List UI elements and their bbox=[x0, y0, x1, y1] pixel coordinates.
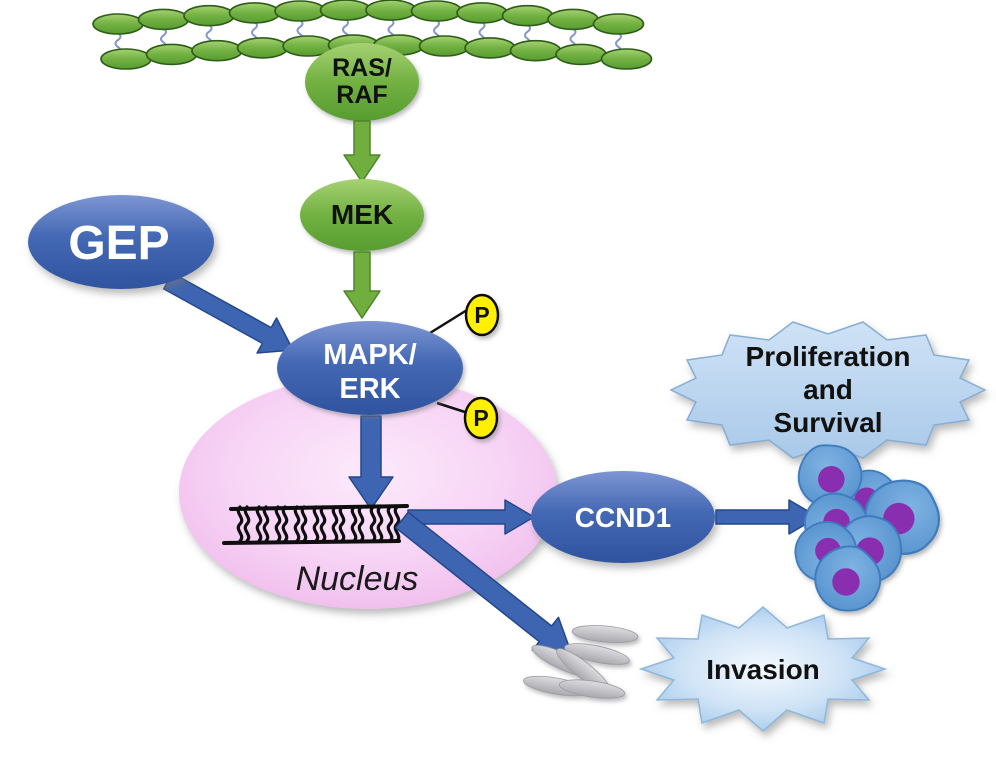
phosphate-top-label: P bbox=[474, 302, 489, 328]
phosphate-badge-top: P bbox=[464, 293, 500, 337]
node-ccnd1-label: CCND1 bbox=[575, 502, 671, 533]
node-mapk-erk: MAPK/ ERK P P bbox=[277, 293, 500, 440]
arrow-dna-to-invasion bbox=[395, 511, 573, 656]
proliferation-label-line1: Proliferation bbox=[746, 341, 911, 372]
node-ras-raf-label-line1: RAS/ bbox=[332, 54, 392, 82]
phosphate-connector-top bbox=[429, 308, 468, 335]
arrow-ccnd1-to-cells bbox=[715, 499, 819, 535]
proliferation-starburst bbox=[669, 321, 987, 459]
node-mek: MEK bbox=[300, 179, 424, 251]
arrow-rasraf-to-mek bbox=[343, 120, 381, 183]
invasion-label: Invasion bbox=[706, 654, 820, 685]
node-ras-raf-label-line2: RAF bbox=[336, 81, 387, 109]
nucleus-label: Nucleus bbox=[296, 560, 419, 598]
node-gep-label: GEP bbox=[68, 217, 169, 270]
lipid-heads-outer bbox=[92, 0, 645, 35]
node-gep: GEP bbox=[28, 195, 214, 289]
lipid-bilayer-membrane-icon bbox=[92, 0, 653, 70]
arrow-mek-to-mapkerk bbox=[343, 251, 381, 319]
node-ccnd1: CCND1 bbox=[531, 471, 715, 563]
arrow-gep-to-mapkerk bbox=[162, 272, 294, 354]
invasion-starburst bbox=[638, 606, 888, 732]
node-mek-label: MEK bbox=[331, 199, 393, 230]
outcome-invasion: Invasion bbox=[638, 606, 888, 732]
tumor-cell-cluster-icon bbox=[786, 437, 948, 626]
lipid-heads-inner bbox=[100, 34, 653, 70]
proliferation-label-line2: and bbox=[803, 374, 853, 405]
phosphate-badge-bottom: P bbox=[463, 396, 499, 440]
node-mapkerk-label-line2: ERK bbox=[339, 373, 400, 405]
arrow-mapkerk-to-dna bbox=[348, 415, 394, 510]
proliferation-label-line3: Survival bbox=[774, 407, 883, 438]
outcome-proliferation: Proliferation and Survival bbox=[669, 321, 987, 459]
node-mapkerk-label-line1: MAPK/ bbox=[323, 339, 416, 371]
chromatin-dna-icon bbox=[222, 504, 409, 545]
phosphate-bottom-label: P bbox=[473, 405, 488, 431]
phosphate-connector-bottom bbox=[436, 401, 469, 415]
node-ras-raf: RAS/ RAF bbox=[305, 43, 419, 121]
